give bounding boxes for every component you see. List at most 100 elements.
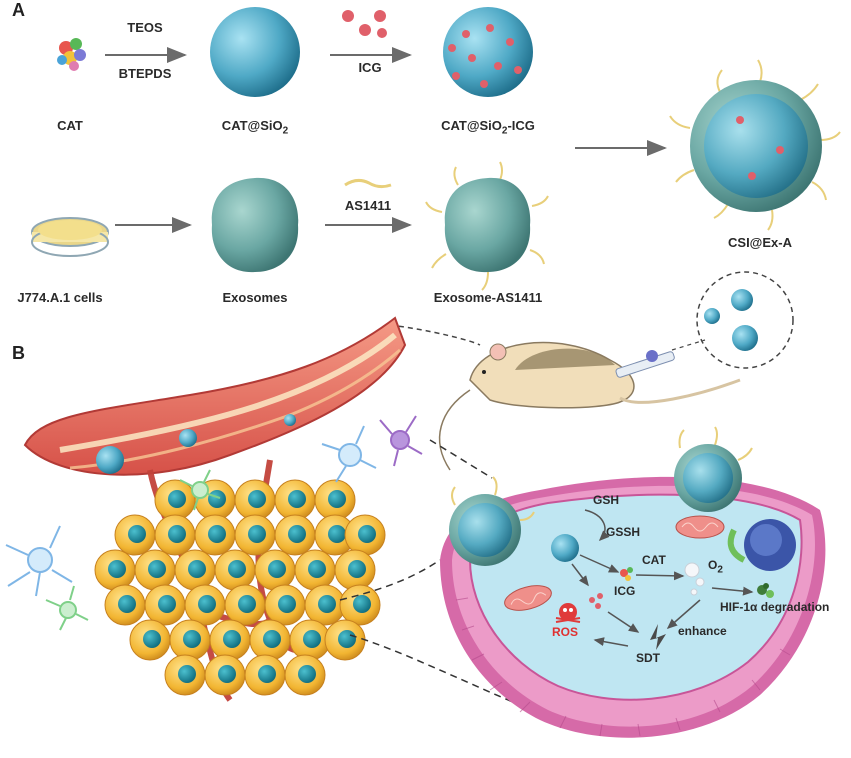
tumor-cell: [129, 619, 171, 661]
tumor-cell: [274, 514, 316, 556]
label-teos: TEOS: [127, 20, 163, 35]
tumor-cell: [294, 549, 336, 591]
icg-molecules-icon: [342, 10, 387, 38]
arrow-ros: [593, 637, 629, 647]
mouse-illustration: [438, 341, 741, 471]
exosome-shape: [211, 177, 299, 273]
tumor-cell: [154, 479, 196, 521]
label-cat-sio2-icg: CAT@SiO2-ICG: [441, 118, 535, 137]
ultrasound-bolt-icon: [650, 624, 666, 650]
exosome-as1411-shape: [425, 161, 549, 291]
dashed-leader-cell-bottom: [349, 634, 521, 706]
label-cat-sio2: CAT@SiO2: [221, 118, 289, 137]
tumor-cell: [289, 619, 331, 661]
aptamer-strand-icon: [344, 178, 392, 189]
label-cat-mech: CAT: [642, 553, 666, 567]
cat-sio2-sphere: [210, 7, 300, 97]
hif-complex-icon: [757, 583, 774, 598]
docking-nanoparticle: [449, 476, 535, 566]
syringe-icon: [615, 350, 675, 378]
tumor-cell: [209, 619, 251, 661]
zoom-circle: [696, 271, 794, 369]
tumor-cell: [134, 549, 176, 591]
tumor-cell: [144, 584, 186, 626]
immune-cell-icon: [5, 415, 423, 631]
mitochondrion-icon: [504, 585, 552, 611]
oxygen-bubbles-icon: [684, 562, 705, 596]
dashed-leader-mouse: [429, 439, 493, 479]
tumor-cell-cluster: [94, 479, 386, 696]
tumor-cell: [174, 549, 216, 591]
tumor-cell: [104, 584, 146, 626]
tumor-cell: [339, 584, 381, 626]
zoom-particle: [704, 308, 720, 324]
label-csi-ex-a: CSI@Ex-A: [728, 235, 792, 250]
tumor-cell: [264, 584, 306, 626]
dashed-leader-cell-top: [339, 559, 441, 601]
label-o2: O2: [708, 558, 723, 576]
nucleus-icon: [727, 519, 796, 571]
label-exosome-as1411: Exosome-AS1411: [433, 290, 543, 305]
arrow-gsh: [584, 509, 610, 542]
cat-sio2-icg-sphere: [443, 7, 533, 97]
tumor-cell: [234, 514, 276, 556]
label-j774-cells: J774.A.1 cells: [17, 290, 103, 305]
label-icg-reagent: ICG: [358, 60, 382, 75]
tumor-cell: [164, 654, 206, 696]
blood-vessel: [23, 316, 407, 476]
label-hif: HIF-1α degradation: [720, 600, 830, 614]
tumor-cell: [284, 654, 326, 696]
label-ros: ROS: [552, 625, 579, 639]
label-enhance: enhance: [678, 624, 727, 638]
tumor-cell: [194, 514, 236, 556]
csi-ex-a-nanoparticle: [669, 59, 841, 231]
dashed-leader-top: [389, 324, 481, 346]
cat-enzyme-small-icon: [620, 567, 633, 581]
tumor-cell: [234, 479, 276, 521]
arrow-enhance: [666, 599, 701, 629]
arrow-hif: [711, 586, 754, 596]
zoom-particle: [732, 325, 758, 351]
label-cat: CAT: [57, 118, 83, 133]
tumor-cell: [169, 619, 211, 661]
docking-nanoparticle: [674, 426, 753, 512]
tumor-cell: [244, 654, 286, 696]
zoom-particle: [731, 289, 753, 311]
petri-dish-icon: [31, 217, 109, 257]
tumor-cell: [304, 584, 346, 626]
tumor-cell: [314, 479, 356, 521]
tumor-cell: [114, 514, 156, 556]
tumor-cell: [314, 514, 356, 556]
internalized-particle: [551, 534, 579, 562]
arrow-to-sdt: [607, 611, 640, 633]
tumor-cell: [204, 654, 246, 696]
label-icg-mech: ICG: [614, 584, 636, 598]
label-sdt: SDT: [636, 651, 660, 665]
tumor-cell: [184, 584, 226, 626]
dashed-leader-syringe: [671, 339, 706, 351]
tumor-cell: [154, 514, 196, 556]
tumor-cell: [214, 549, 256, 591]
label-gssh: GSSH: [606, 525, 641, 539]
tumor-cell: [274, 479, 316, 521]
tumor-cell: [249, 619, 291, 661]
mitochondrion-icon: [675, 515, 725, 539]
label-gsh: GSH: [593, 493, 620, 507]
panel-label-a: A: [12, 0, 25, 20]
arrow-icg-release: [571, 563, 589, 587]
tumor-cell: [94, 549, 136, 591]
label-btepds: BTEPDS: [118, 66, 172, 81]
label-exosomes: Exosomes: [222, 290, 288, 305]
tumor-cell: [334, 549, 376, 591]
tumor-cell: [254, 549, 296, 591]
arrow-o2: [635, 571, 685, 581]
icg-small-icon: [589, 593, 603, 609]
ros-skull-icon: [555, 603, 581, 623]
cat-enzyme-icon: [57, 38, 86, 71]
tumor-cell: [324, 619, 366, 661]
tumor-cell: [344, 514, 386, 556]
tumor-cell: [224, 584, 266, 626]
arrow-cat: [579, 554, 620, 573]
label-as1411: AS1411: [344, 198, 392, 213]
